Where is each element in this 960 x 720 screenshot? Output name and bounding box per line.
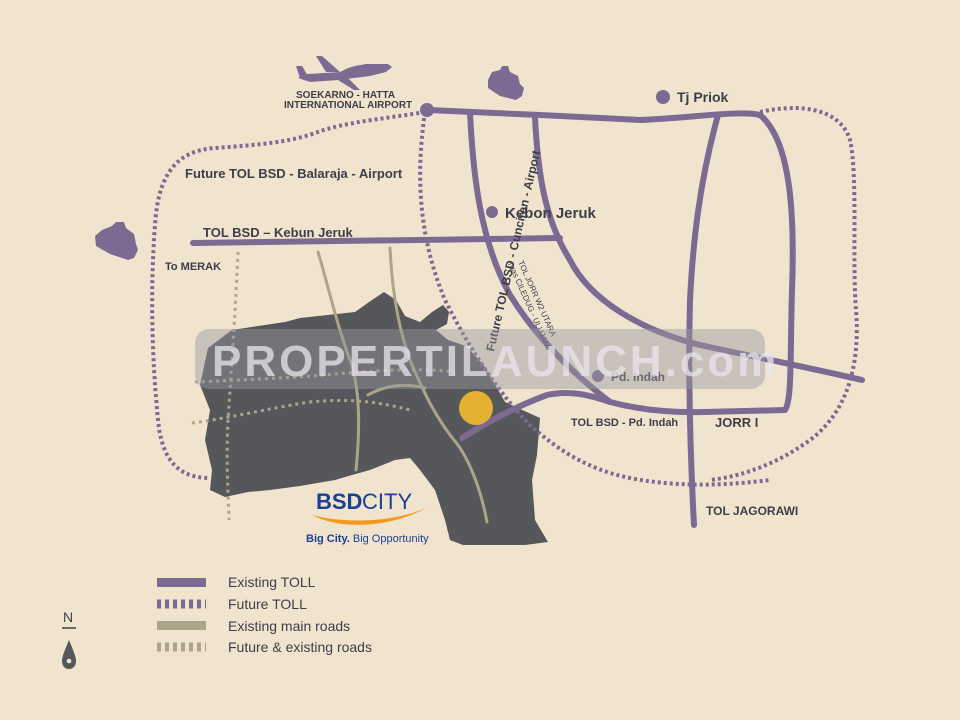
label-future-tol-balaraja: Future TOL BSD - Balaraja - Airport bbox=[185, 166, 403, 181]
label-tj-priok: Tj Priok bbox=[677, 89, 729, 105]
legend-label-future-roads: Future & existing roads bbox=[228, 639, 372, 655]
label-pd-indah: Pd. Indah bbox=[611, 370, 665, 384]
toll-east-ring bbox=[757, 112, 796, 413]
logo-bsd-text: BSD bbox=[316, 489, 362, 514]
future-road-mid bbox=[194, 368, 456, 384]
tj-priok-dot bbox=[656, 90, 670, 104]
legend-label-future-toll: Future TOLL bbox=[228, 596, 307, 612]
label-tol-jagorawi: TOL JAGORAWI bbox=[706, 504, 798, 518]
main-road-1 bbox=[316, 250, 361, 472]
compass-letter: N bbox=[63, 609, 73, 625]
legend-swatch-main-roads bbox=[157, 621, 206, 630]
label-airport-line1: SOEKARNO - HATTA bbox=[296, 90, 395, 101]
future-road-west bbox=[225, 251, 240, 521]
airplane-icon bbox=[296, 56, 392, 90]
future-road-south bbox=[191, 398, 411, 425]
future-toll-cunciran-airport bbox=[418, 111, 771, 487]
label-tol-bsd-pd-indah: TOL BSD - Pd. Indah bbox=[571, 417, 678, 429]
label-airport-line2: INTERNATIONAL AIRPORT bbox=[284, 100, 412, 111]
toll-jorr1 bbox=[607, 399, 788, 416]
logo-tagline: Big City. Big Opportunity bbox=[306, 533, 429, 545]
ship-icon-north bbox=[488, 66, 524, 100]
legend: Existing TOLL Future TOLL Existing main … bbox=[157, 574, 372, 655]
label-kebon-jeruk: Kebon Jeruk bbox=[505, 205, 597, 222]
existing-main-roads bbox=[316, 246, 489, 524]
logo-swoosh bbox=[312, 508, 426, 525]
ship-icon-west bbox=[95, 222, 138, 260]
toll-bsd-kebon-jeruk bbox=[190, 235, 563, 246]
watermark-band bbox=[195, 329, 765, 389]
future-existing-roads bbox=[191, 251, 456, 521]
main-road-2 bbox=[388, 246, 489, 524]
label-jorr1: JORR I bbox=[715, 415, 758, 430]
existing-toll-roads bbox=[190, 107, 865, 528]
logo-city-text: CITY bbox=[362, 489, 412, 514]
logo-tagline-bold: Big City. bbox=[306, 533, 350, 545]
legend-swatch-existing-toll bbox=[157, 578, 206, 587]
legend-label-main-roads: Existing main roads bbox=[228, 618, 350, 634]
logo-tagline-rest: Big Opportunity bbox=[350, 533, 429, 545]
future-toll-balaraja-airport bbox=[150, 110, 426, 480]
north-arrow-dot bbox=[66, 658, 72, 664]
airport-dot bbox=[420, 103, 434, 117]
bsd-city-area bbox=[200, 292, 548, 545]
toll-airport-priok bbox=[425, 107, 763, 123]
bsd-city-logo: BSD CITY Big City. Big Opportunity bbox=[306, 489, 429, 545]
main-road-3 bbox=[366, 383, 427, 397]
future-toll-roads bbox=[150, 106, 859, 487]
toll-inner-west bbox=[532, 115, 865, 383]
compass: N bbox=[62, 609, 76, 669]
toll-jorr-w2 bbox=[467, 109, 613, 405]
bsd-city-marker bbox=[459, 391, 493, 425]
legend-label-existing-toll: Existing TOLL bbox=[228, 574, 316, 590]
label-to-merak: To MERAK bbox=[165, 261, 221, 273]
north-arrow-icon bbox=[62, 640, 76, 669]
pd-indah-dot bbox=[592, 370, 604, 382]
kebon-jeruk-dot bbox=[486, 206, 498, 218]
label-tol-bsd-kebon-jeruk: TOL BSD – Kebun Jeruk bbox=[203, 225, 354, 240]
watermark-text: PROPERTILAUNCH.com bbox=[212, 337, 779, 386]
toll-jagorawi bbox=[686, 112, 721, 528]
toll-bsd-pd-indah bbox=[459, 390, 613, 441]
